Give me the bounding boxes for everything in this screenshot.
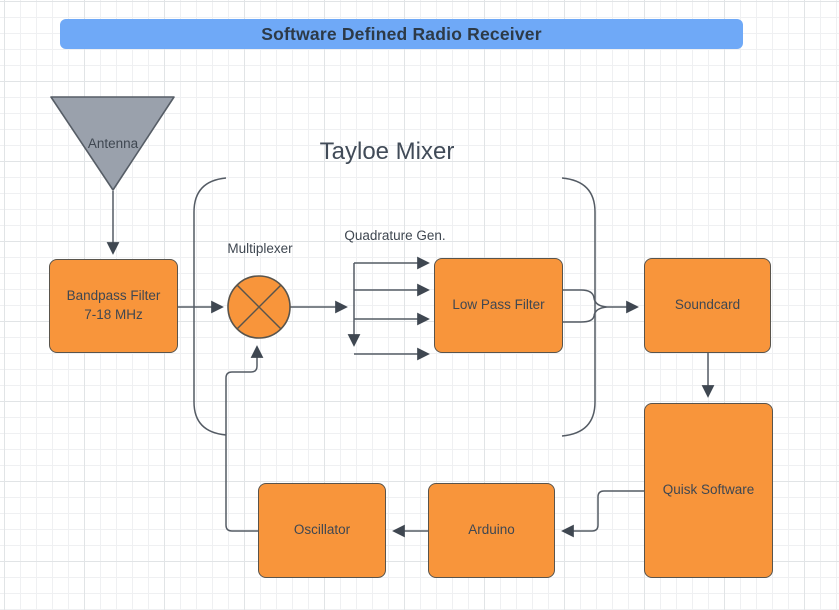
antenna-triangle <box>50 96 175 191</box>
quisk-software-label: Quisk Software <box>662 482 755 498</box>
node-soundcard: Soundcard <box>644 258 771 353</box>
soundcard-label: Soundcard <box>674 297 741 313</box>
oscillator-label: Oscillator <box>293 522 351 538</box>
node-bandpass-filter: Bandpass Filter 7-18 MHz <box>49 259 178 353</box>
bandpass-filter-label-line2: 7-18 MHz <box>84 307 143 322</box>
edge-oscillator-multiplexer <box>225 345 264 532</box>
edge-quisk-arduino <box>561 490 644 538</box>
quadrature-gen-label: Quadrature Gen. <box>344 228 446 243</box>
node-arduino: Arduino <box>428 483 555 578</box>
node-quisk-software: Quisk Software <box>644 403 773 578</box>
node-low-pass-filter: Low Pass Filter <box>434 258 563 353</box>
arduino-label: Arduino <box>468 522 515 538</box>
tayloe-mixer-label: Tayloe Mixer <box>319 138 455 165</box>
lpf-output-brace <box>563 289 608 323</box>
node-oscillator: Oscillator <box>258 483 386 578</box>
low-pass-filter-label: Low Pass Filter <box>452 297 545 313</box>
antenna-label: Antenna <box>87 136 139 151</box>
bandpass-filter-label-line1: Bandpass Filter <box>66 288 161 304</box>
diagram-title-text: Software Defined Radio Receiver <box>261 23 542 44</box>
diagram-title: Software Defined Radio Receiver <box>60 19 743 49</box>
multiplexer-shape <box>227 275 291 339</box>
bracket-right <box>561 177 596 437</box>
multiplexer-label: Multiplexer <box>227 241 293 256</box>
